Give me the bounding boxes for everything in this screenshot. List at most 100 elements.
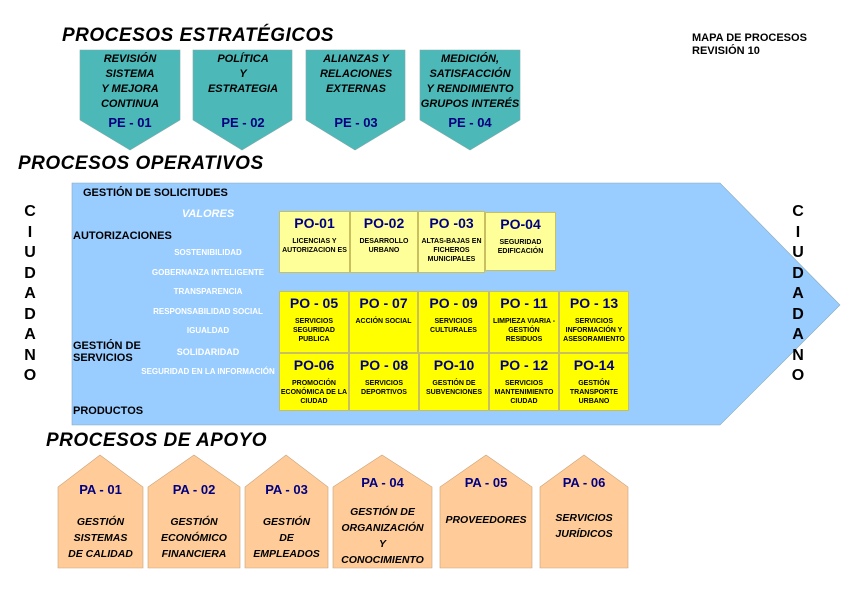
po-label: SEGURIDAD EDIFICACIÓN <box>497 239 544 255</box>
citizen-letter: D <box>792 305 804 323</box>
citizen-letter: A <box>24 326 36 343</box>
pe-shape <box>192 49 293 151</box>
citizen-letter: O <box>791 367 805 384</box>
citizen-letter: U <box>24 244 36 261</box>
pe-label-line: ALIANZAS Y <box>323 53 389 65</box>
pa-label-line: PROVEEDORES <box>445 514 527 526</box>
po-label: PROMOCIÓN ECONÓMICA DE LA CIUDAD <box>280 380 348 405</box>
po-process: PO - 05 SERVICIOS SEGURIDAD PUBLICA <box>279 291 349 353</box>
pa-label-line: CONOCIMIENTO <box>341 554 424 566</box>
pa-label-line: DE CALIDAD <box>68 548 133 560</box>
po-label: LICENCIAS Y AUTORIZACION ES <box>282 238 347 254</box>
pa-shape <box>439 454 533 569</box>
po-code: PO - 11 <box>500 295 548 311</box>
values-title: VALORES <box>181 208 235 220</box>
pe-label-line: CONTINUA <box>100 98 160 110</box>
po-code: PO - 12 <box>499 357 549 373</box>
input-servicios: GESTIÓN DE SERVICIOS <box>73 340 141 364</box>
value-item: GOBERNANZA INTELIGENTE <box>151 268 265 277</box>
citizen-letter: D <box>792 264 804 282</box>
po-label: SERVICIOS INFORMACIÓN Y ASESORAMIENTO <box>563 318 625 343</box>
pa-label-line: GESTIÓN <box>76 516 125 528</box>
po-code: PO-01 <box>294 215 335 231</box>
po-code: PO - 05 <box>289 295 339 311</box>
pa-code: PA - 04 <box>361 475 404 490</box>
po-process: PO - 11 LIMPIEZA VIARIA -GESTIÓN RESIDUOS <box>489 291 559 353</box>
pa-code: PA - 02 <box>172 482 216 497</box>
po-label: GESTIÓN TRANSPORTE URBANO <box>569 380 619 405</box>
pe-label-line: POLÍTICA <box>217 53 269 65</box>
po-code: PO - 08 <box>359 357 409 373</box>
value-item: TRANSPARENCIA <box>173 287 243 296</box>
pe-label-line: MEDICIÓN, <box>440 53 500 65</box>
pa-shape <box>244 454 329 569</box>
citizen-letter: N <box>792 346 804 364</box>
po-code: PO-14 <box>573 357 615 373</box>
citizen-letter: D <box>24 264 36 282</box>
pa-label-line: SISTEMAS <box>73 532 128 544</box>
input-autorizaciones: AUTORIZACIONES <box>73 230 172 242</box>
pa-label-line: EMPLEADOS <box>253 548 320 560</box>
po-code: PO-02 <box>363 215 405 231</box>
po-process: PO - 07 ACCIÓN SOCIAL <box>349 291 418 353</box>
pa-code: PA - 01 <box>79 482 122 497</box>
value-item: SOLIDARIDAD <box>176 347 240 357</box>
pe-label-line: SATISFACCIÓN <box>429 68 511 80</box>
map-revision: REVISIÓN 10 <box>692 45 760 57</box>
po-label: ACCIÓN SOCIAL <box>355 318 412 325</box>
pe-shape <box>79 49 181 151</box>
pa-label-line: SERVICIOS <box>555 512 613 524</box>
citizen-letter: C <box>792 203 804 220</box>
citizen-letter: I <box>795 223 801 241</box>
pe-code: PE - 01 <box>108 115 152 130</box>
pa-label: SERVICIOS JURÍDICOS <box>540 510 628 542</box>
pa-shape <box>57 454 144 569</box>
pa-shape <box>147 454 241 569</box>
po-code: PO-04 <box>500 216 541 232</box>
pa-label-line: ORGANIZACIÓN <box>341 522 424 534</box>
value-item: IGUALDAD <box>186 326 230 335</box>
po-label: GESTIÓN DE SUBVENCIONES <box>425 380 482 396</box>
citizen-letter: A <box>792 326 804 343</box>
pe-label-line: SISTEMA <box>105 68 155 80</box>
po-process: PO - 12 SERVICIOS MANTENIMIENTO CIUDAD <box>489 353 559 411</box>
po-code: PO - 07 <box>359 295 408 311</box>
value-item: RESPONSABILIDAD SOCIAL <box>153 307 263 316</box>
map-title: MAPA DE PROCESOS <box>692 32 807 44</box>
po-label: SERVICIOS MANTENIMIENTO CIUDAD <box>494 380 554 405</box>
po-label: SERVICIOS CULTURALES <box>430 318 477 334</box>
po-label: SERVICIOS SEGURIDAD PUBLICA <box>292 318 335 343</box>
pa-label-line: FINANCIERA <box>161 548 227 560</box>
citizen-letter: I <box>27 223 33 241</box>
po-code: PO-06 <box>293 357 335 373</box>
pe-label-line: GRUPOS INTERÉS <box>420 98 520 110</box>
pe-label-line: REVISIÓN <box>103 53 157 65</box>
po-label: LIMPIEZA VIARIA -GESTIÓN RESIDUOS <box>492 318 556 343</box>
pe-code: PE - 04 <box>448 115 492 130</box>
pa-code: PA - 03 <box>265 482 308 497</box>
citizen-letter: D <box>24 305 36 323</box>
po-label: ALTAS-BAJAS EN FICHEROS MUNICIPALES <box>421 238 482 263</box>
pa-shape <box>332 454 433 569</box>
pa-label-line: JURÍDICOS <box>555 528 613 540</box>
pe-label-line: RELACIONES <box>319 68 393 80</box>
po-label: DESARROLLO URBANO <box>359 238 409 254</box>
